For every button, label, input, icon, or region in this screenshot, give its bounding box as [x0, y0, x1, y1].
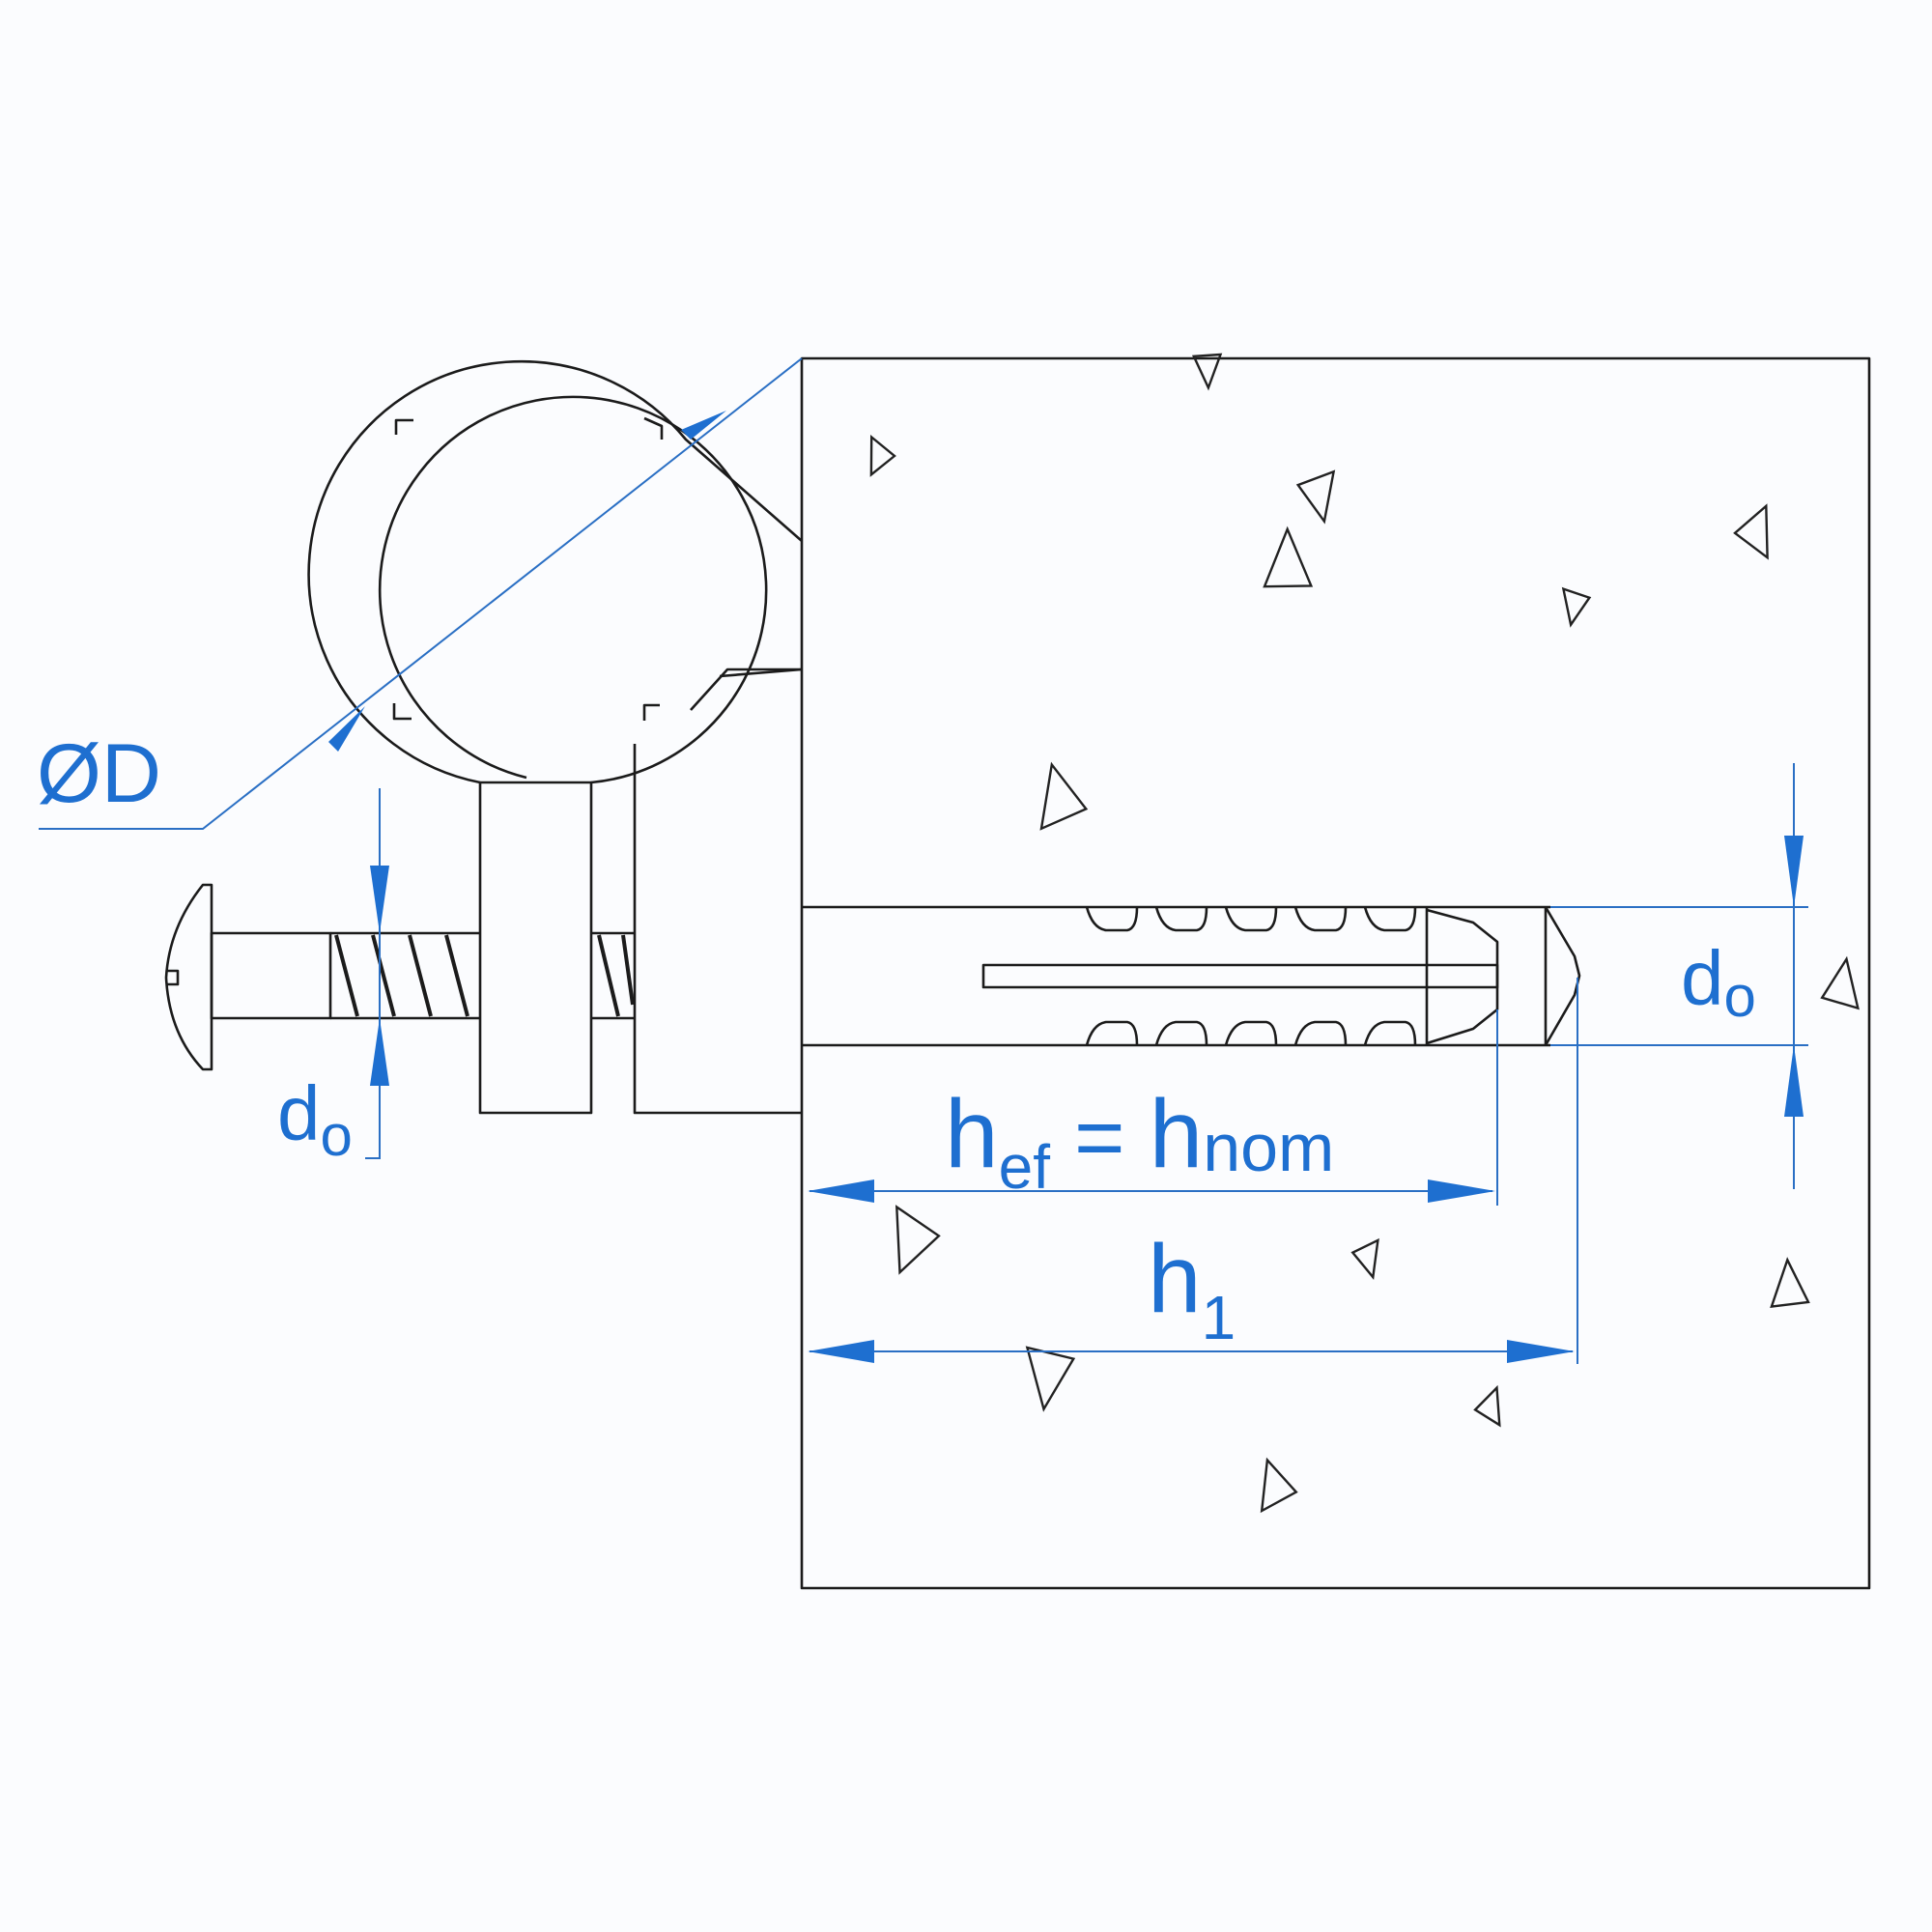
arrow-icon	[328, 706, 365, 752]
embedment-depth-label: hef=hnom	[945, 1080, 1334, 1202]
drill-hole	[802, 905, 1581, 1047]
aggregate-mark	[1025, 1346, 1076, 1412]
aggregate-mark	[1039, 761, 1089, 831]
hole-depth-main: h	[1148, 1225, 1202, 1333]
screw	[164, 883, 635, 1071]
aggregate-mark	[1295, 469, 1336, 525]
aggregate-mark	[869, 434, 896, 477]
aggregate-mark	[1770, 1257, 1810, 1309]
aggregate-marks	[869, 353, 1860, 1514]
aggregate-mark	[1820, 955, 1860, 1010]
aggregate-mark	[1260, 1457, 1298, 1514]
pipe-diameter-dimension: ØD	[37, 357, 803, 830]
aggregate-mark	[1350, 1237, 1379, 1280]
embedment-main2: h	[1150, 1080, 1204, 1188]
arrow-icon	[1784, 836, 1804, 907]
arrow-icon	[1428, 1179, 1495, 1203]
hole-diameter-dimension: do	[1550, 763, 1808, 1189]
aggregate-mark	[1473, 1384, 1501, 1428]
hole-diameter-sub: o	[1724, 964, 1756, 1029]
concrete-wall	[800, 356, 1871, 1590]
aggregate-mark	[1191, 353, 1223, 391]
screw-diameter-main: d	[277, 1070, 321, 1156]
hole-diameter-main: d	[1681, 935, 1724, 1021]
aggregate-mark	[1561, 586, 1592, 628]
arrow-icon	[681, 411, 726, 440]
embedment-sub: ef	[999, 1132, 1051, 1202]
screw-diameter-dimension: do	[277, 788, 389, 1168]
hole-depth-label: h1	[1148, 1225, 1236, 1352]
arrow-icon	[808, 1340, 874, 1363]
arrow-icon	[808, 1179, 874, 1203]
embedment-main: h	[945, 1080, 999, 1188]
hole-depth-dimension: h1	[808, 978, 1578, 1364]
wall-plug	[981, 906, 1499, 1046]
pipe-clamp	[307, 359, 803, 1115]
screw-diameter-label: do	[277, 1070, 353, 1168]
screw-diameter-sub: o	[321, 1103, 353, 1168]
aggregate-mark	[1263, 526, 1314, 588]
hole-depth-sub: 1	[1202, 1283, 1236, 1352]
arrow-icon	[1507, 1340, 1575, 1363]
embedment-sub2: nom	[1203, 1110, 1334, 1185]
arrow-icon	[1784, 1045, 1804, 1117]
arrow-icon	[370, 866, 389, 933]
aggregate-mark	[895, 1205, 941, 1275]
embedment-depth-dimension: hef=hnom	[808, 1009, 1498, 1206]
hole-diameter-label: do	[1681, 935, 1756, 1029]
aggregate-mark	[1733, 503, 1769, 560]
pipe-diameter-label: ØD	[37, 727, 161, 820]
arrow-icon	[370, 1018, 389, 1086]
embedment-equals: =	[1074, 1090, 1125, 1186]
